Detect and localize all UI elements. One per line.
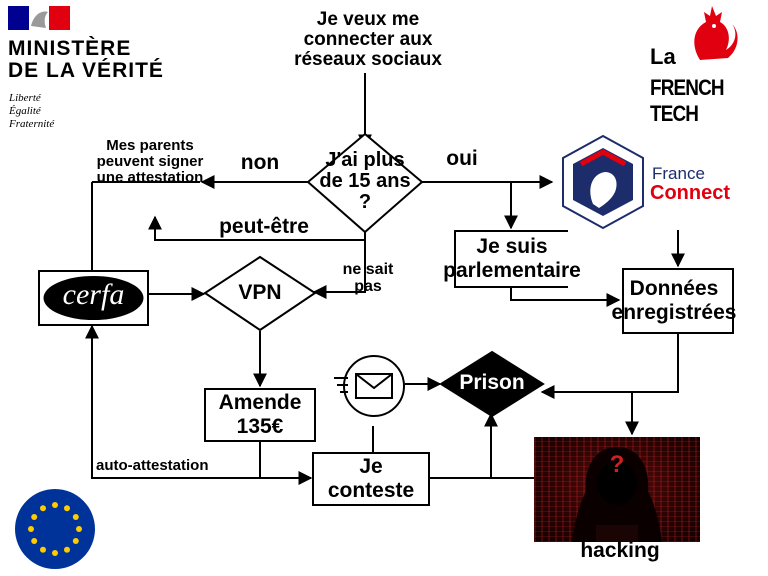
donnees-node: Données enregistrées bbox=[612, 268, 736, 334]
franceconnect-logo: France Connect bbox=[557, 134, 747, 230]
cerfa-logo bbox=[43, 276, 144, 320]
hacking-label: hacking bbox=[580, 539, 660, 562]
vpn-label: VPN bbox=[238, 281, 282, 304]
parents-node: Mes parents peuvent signer une attestati… bbox=[96, 137, 204, 186]
amende-node: Amende 135€ bbox=[204, 388, 316, 442]
envelope-icon[interactable] bbox=[332, 350, 406, 426]
edge-label-oui: oui bbox=[446, 147, 478, 170]
cerfa-label: cerfa bbox=[62, 278, 125, 311]
age-question-diamond bbox=[306, 132, 424, 234]
marianne-logo bbox=[8, 6, 70, 30]
frenchtech-la: La bbox=[650, 44, 676, 69]
ministere-title: MINISTÈRE DE LA VÉRITÉ bbox=[8, 37, 164, 83]
parlementaire-node: Je suis parlementaire bbox=[443, 230, 581, 288]
start-node: Je veux me connecter aux réseaux sociaux bbox=[294, 9, 442, 70]
edge-label-ne-sait-pas: ne sait pas bbox=[342, 261, 394, 295]
eu-flag-icon bbox=[15, 489, 95, 569]
prison-label: Prison bbox=[459, 371, 525, 394]
rooster-icon bbox=[694, 6, 738, 60]
conteste-node: Je conteste bbox=[312, 452, 430, 506]
cerfa-box: cerfa bbox=[38, 270, 149, 326]
hacking-question-mark: ? bbox=[609, 451, 625, 478]
age-question-label: J'ai plus de 15 ans ? bbox=[319, 149, 411, 213]
frenchtech-title: FRENCH TECH bbox=[650, 75, 725, 126]
edge-label-auto-attestation: auto-attestation bbox=[96, 457, 209, 474]
prison-diamond bbox=[439, 350, 545, 418]
edge-label-non: non bbox=[240, 151, 280, 174]
hooded-hacker-icon bbox=[572, 447, 662, 542]
edge-label-peut-etre: peut-être bbox=[219, 215, 309, 238]
vpn-diamond bbox=[203, 255, 317, 332]
hacking-image: ? bbox=[534, 437, 700, 542]
marianne-head-icon bbox=[562, 134, 644, 230]
devise: Liberté Égalité Fraternité bbox=[9, 92, 55, 131]
